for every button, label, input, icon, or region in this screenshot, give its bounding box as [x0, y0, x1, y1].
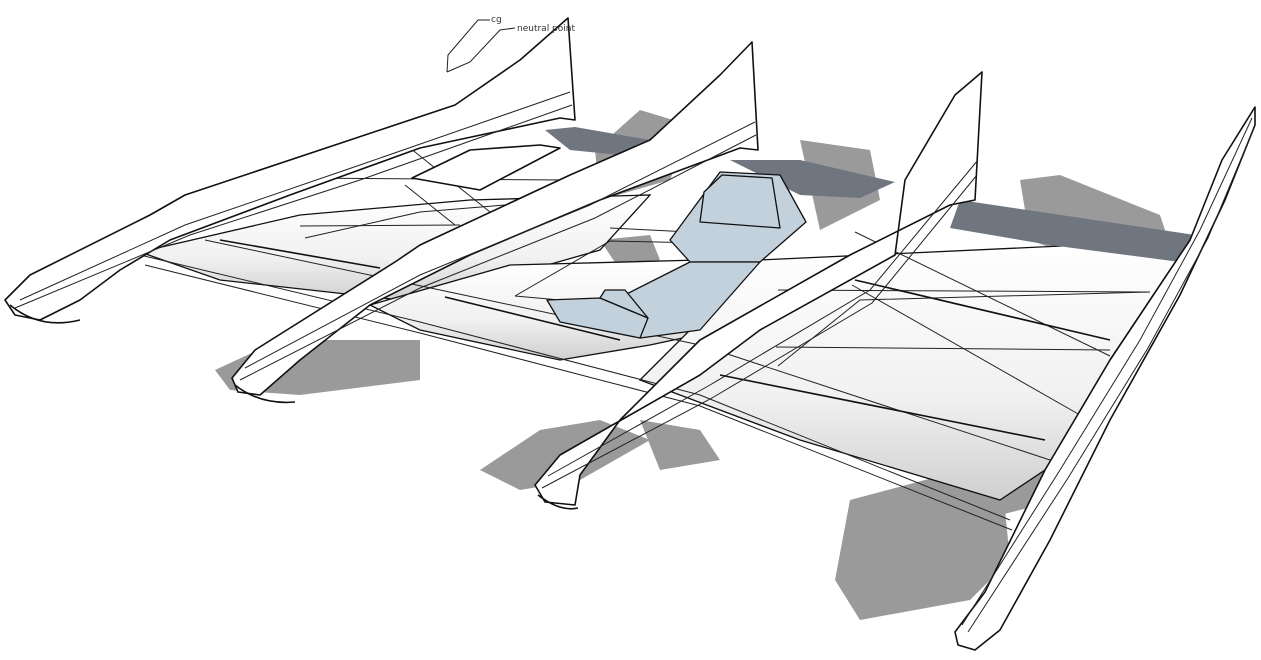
- cockpit-canopy: [546, 171, 807, 339]
- hull-4: [954, 106, 1256, 651]
- rear-decks: [545, 127, 1195, 262]
- cg-label: cg: [491, 15, 502, 25]
- hull-1: [4, 17, 576, 324]
- hull-2: [231, 41, 759, 404]
- neutral-point-label: neutral point: [517, 24, 576, 34]
- annotation-leaders: [446, 19, 516, 73]
- hull-3: [534, 71, 983, 510]
